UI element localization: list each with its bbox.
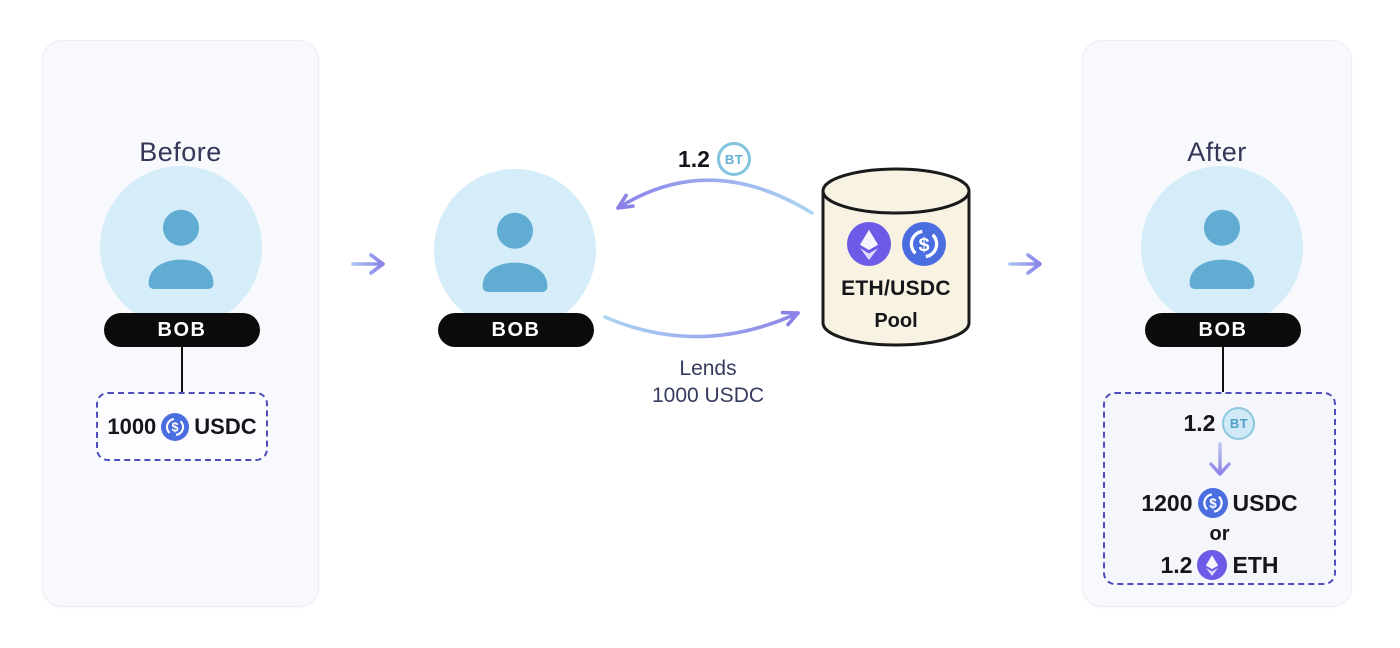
svg-text:$: $ — [1209, 496, 1217, 511]
svg-text:$: $ — [172, 420, 179, 434]
bt-token-icon: BT — [1222, 406, 1256, 440]
arrow-right-icon — [351, 253, 385, 275]
arrow-right-icon — [1008, 253, 1042, 275]
result-eth-token: ETH — [1232, 551, 1279, 578]
before-holding-box: 1000 $ USDC — [96, 392, 268, 461]
person-icon — [482, 212, 548, 292]
lend-label-line2: 1000 USDC — [651, 384, 765, 407]
lend-label-line1: Lends — [679, 357, 737, 380]
bt-token-icon: BT — [716, 142, 751, 176]
or-label: or — [1209, 523, 1230, 545]
result-eth-row: 1.2 ETH — [1160, 548, 1279, 582]
usdc-icon: $ — [1197, 488, 1228, 518]
before-connector-line — [181, 347, 183, 392]
pool-label-line2: Pool — [874, 310, 918, 332]
pool-label-line1: ETH/USDC — [841, 277, 951, 300]
result-usdc-row: 1200 $ USDC — [1141, 486, 1298, 520]
before-title: Before — [139, 137, 222, 167]
liquidity-pool: $ ETH/USDC Pool — [820, 166, 972, 352]
lend-label: Lends 1000 USDC — [608, 355, 808, 409]
usdc-icon: $ — [901, 222, 946, 266]
arrow-down-icon — [1208, 442, 1231, 476]
result-bt-amount: 1.2 — [1183, 409, 1216, 436]
eth-icon — [1197, 550, 1228, 580]
svg-text:$: $ — [918, 234, 929, 256]
after-result-box: 1.2 BT 1200 $ USDC or 1.2 — [1103, 392, 1336, 585]
pool-content: $ ETH/USDC Pool — [820, 222, 972, 333]
result-usdc-token: USDC — [1232, 489, 1298, 516]
after-bob-label: BOB — [1145, 313, 1301, 347]
before-bob-avatar — [100, 166, 262, 328]
after-bob-avatar — [1141, 166, 1303, 328]
after-connector-line — [1222, 347, 1224, 392]
receive-amount: 1.2 — [678, 145, 710, 172]
person-icon — [1189, 209, 1255, 289]
before-holding-token: USDC — [194, 413, 257, 439]
before-holding-amount: 1000 — [107, 413, 157, 439]
result-bt-row: 1.2 BT — [1184, 406, 1256, 440]
after-title: After — [1187, 137, 1247, 167]
middle-bob-label: BOB — [438, 313, 594, 347]
usdc-icon: $ — [161, 412, 190, 441]
curved-arrow-lend — [603, 310, 800, 339]
person-icon — [148, 209, 214, 289]
eth-icon — [846, 222, 891, 266]
curved-arrow-receive — [616, 178, 814, 215]
middle-bob-avatar — [434, 169, 596, 331]
receive-amount-label: 1.2 BT — [678, 142, 751, 176]
before-bob-label: BOB — [104, 313, 260, 347]
result-usdc-amount: 1200 — [1141, 489, 1193, 516]
result-eth-amount: 1.2 — [1160, 551, 1193, 578]
